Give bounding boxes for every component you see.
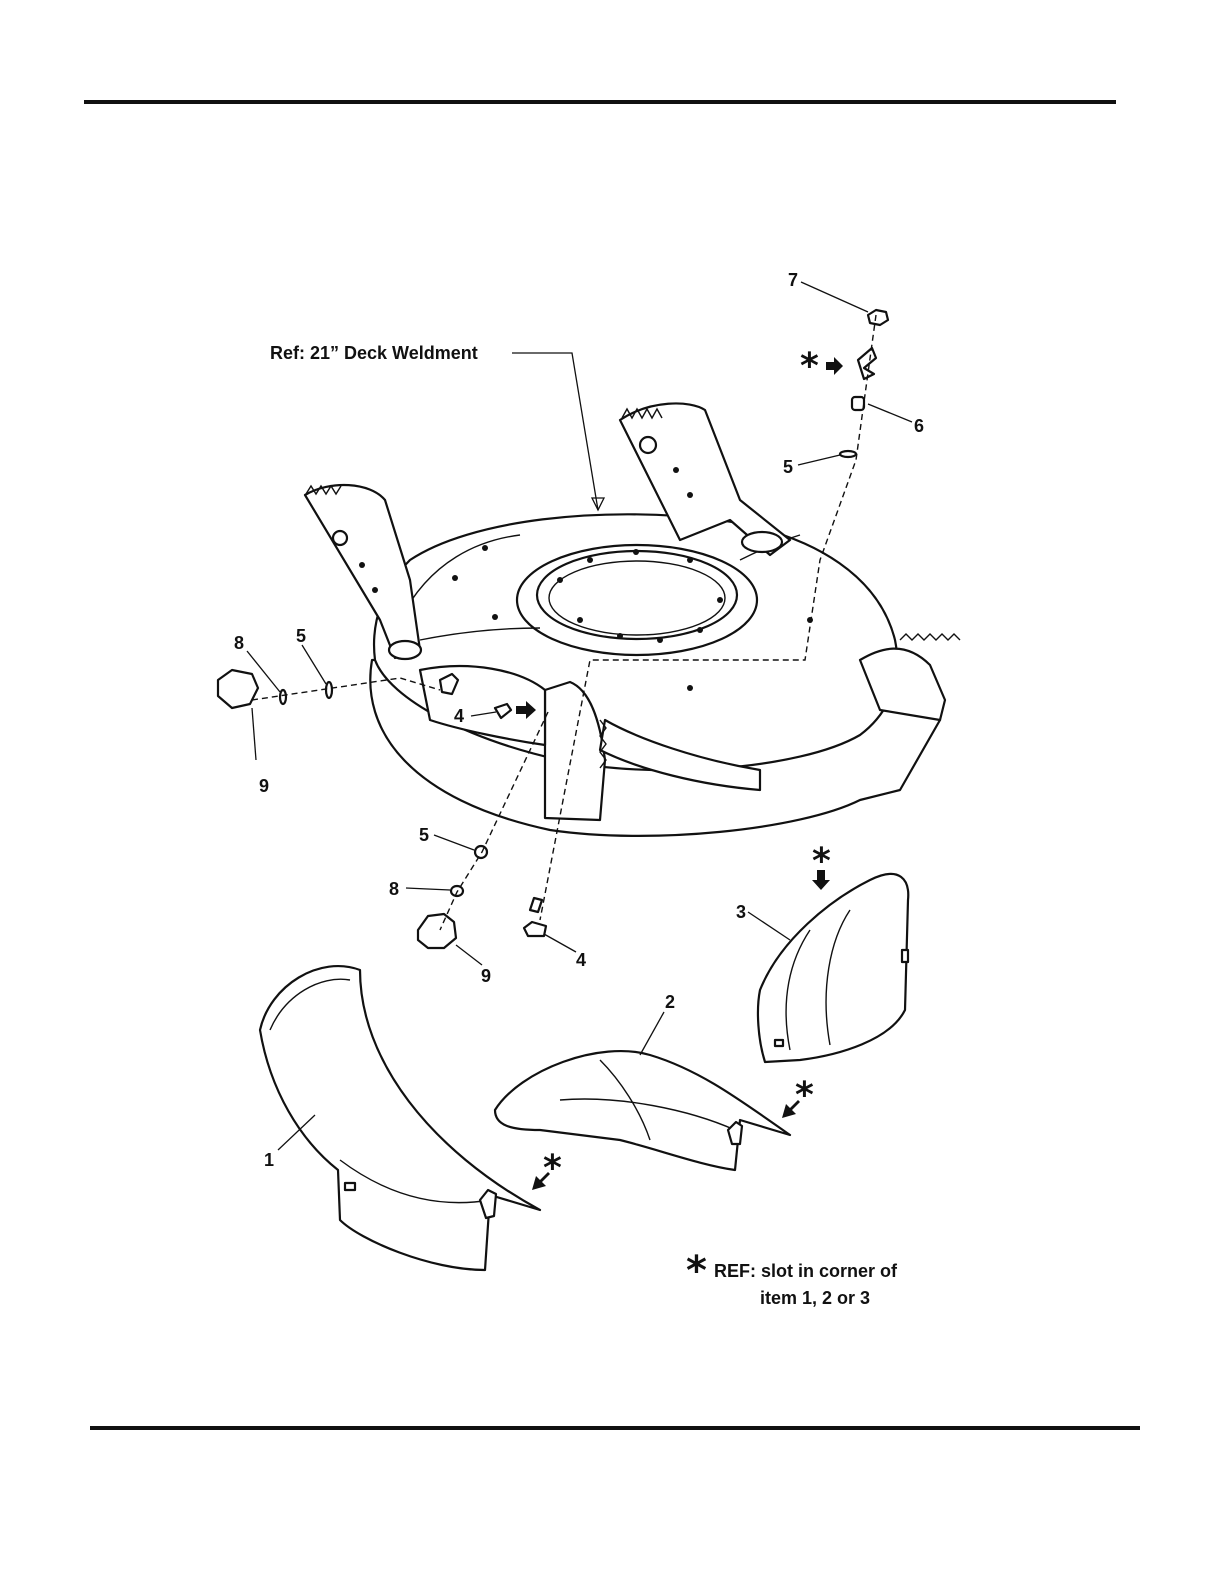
callout-4-lower: 4 (576, 950, 586, 970)
callout-1: 1 (264, 1150, 274, 1170)
washer-5-left (326, 682, 332, 698)
star-mark-chute2: * (795, 1075, 814, 1116)
arrow-icon-top (826, 357, 843, 375)
spacer-6 (852, 397, 864, 410)
star-mark-chute1: * (543, 1148, 562, 1189)
callout-2: 2 (665, 992, 675, 1012)
callout-4-upper: 4 (454, 706, 464, 726)
washer-5-lower (475, 846, 487, 858)
star-mark-chute3: * (812, 841, 831, 882)
callout-5-top: 5 (783, 457, 793, 477)
callout-5-lower: 5 (419, 825, 429, 845)
callout-7: 7 (788, 270, 798, 290)
callout-5-left: 5 (296, 626, 306, 646)
callout-9-lower: 9 (481, 966, 491, 986)
bolt-4-lower (524, 922, 546, 936)
ref-deck-label: Ref: 21” Deck Weldment (270, 343, 478, 363)
chute-item-3 (758, 874, 908, 1062)
lockwasher-8-left (280, 690, 286, 704)
star-mark-top: * (800, 346, 819, 387)
callout-6: 6 (914, 416, 924, 436)
spring-clip (858, 348, 876, 379)
note-line-1: REF: slot in corner of (714, 1261, 898, 1281)
deck-weldment (305, 403, 960, 835)
chute-item-2 (495, 1051, 790, 1170)
top-rule (84, 100, 1116, 104)
knob-9-left (218, 670, 258, 708)
flange-nut-7 (868, 310, 888, 325)
knob-9-lower (418, 914, 456, 948)
note-line-2: item 1, 2 or 3 (760, 1288, 870, 1308)
washer-5-top (840, 451, 856, 457)
callout-9-left: 9 (259, 776, 269, 796)
callout-3: 3 (736, 902, 746, 922)
note-star: * (686, 1248, 707, 1294)
callout-8-left: 8 (234, 633, 244, 653)
callout-8-lower: 8 (389, 879, 399, 899)
bottom-rule (90, 1426, 1140, 1430)
